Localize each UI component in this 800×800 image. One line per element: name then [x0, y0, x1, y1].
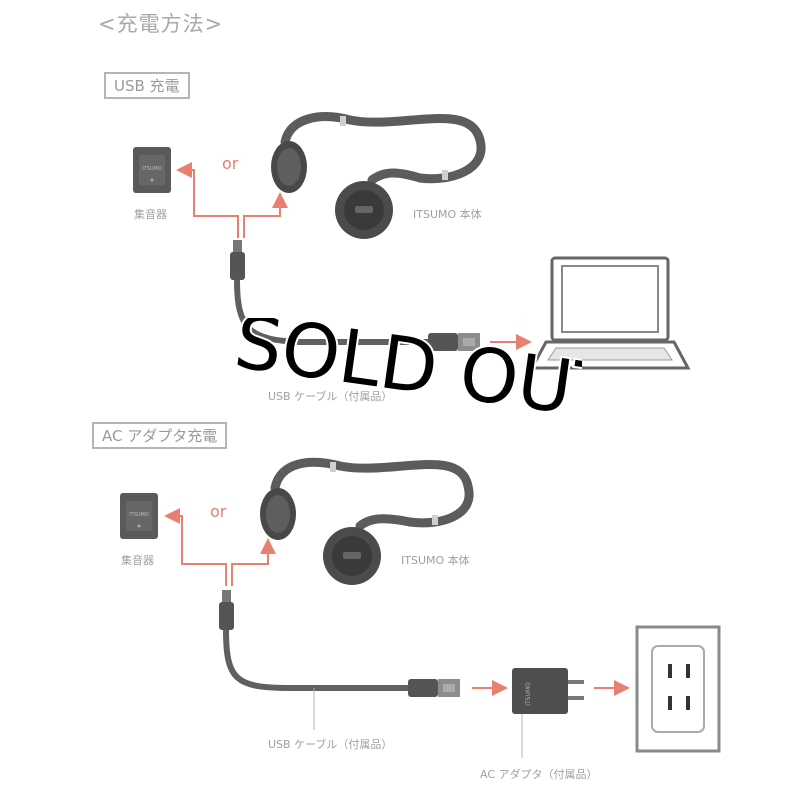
receiver-label-2: 集音器: [121, 554, 154, 567]
ac-adapter-device: ITSUMO: [512, 668, 584, 758]
split-arrows-1: [176, 162, 288, 238]
receiver-device-2: ITSUMO: [120, 493, 158, 539]
svg-text:ITSUMO: ITSUMO: [525, 682, 532, 706]
receiver-device-1: ITSUMO: [133, 147, 171, 193]
cable-label-2: USB ケーブル（付属品）: [268, 738, 393, 751]
sold-out-stamp: SOLD OUT: [228, 318, 582, 440]
or-text-1: or: [222, 154, 239, 173]
cable-label-1: USB ケーブル（付属品）: [268, 390, 393, 403]
usb-cable-2: [219, 590, 460, 730]
headset-label-1: ITSUMO 本体: [413, 208, 482, 221]
or-text-2: or: [210, 502, 227, 521]
sold-out-text: SOLD OUT: [230, 318, 582, 438]
headset-device-1: [271, 112, 486, 239]
usb-cable-1: [230, 240, 480, 351]
receiver-label-1: 集音器: [134, 208, 167, 221]
laptop-device: [529, 256, 691, 370]
section-label-ac: AC アダプタ充電: [92, 422, 228, 449]
headset-device-2: [260, 457, 474, 585]
headset-label-2: ITSUMO 本体: [401, 554, 470, 567]
wall-outlet: [635, 625, 721, 753]
svg-text:ITSUMO: ITSUMO: [129, 512, 149, 518]
section-label-usb: USB 充電: [104, 72, 190, 99]
split-arrows-2: [164, 508, 276, 586]
page-title: <充電方法>: [98, 12, 224, 36]
adapter-label: AC アダプタ（付属品）: [480, 768, 598, 781]
svg-text:ITSUMO: ITSUMO: [142, 166, 162, 172]
